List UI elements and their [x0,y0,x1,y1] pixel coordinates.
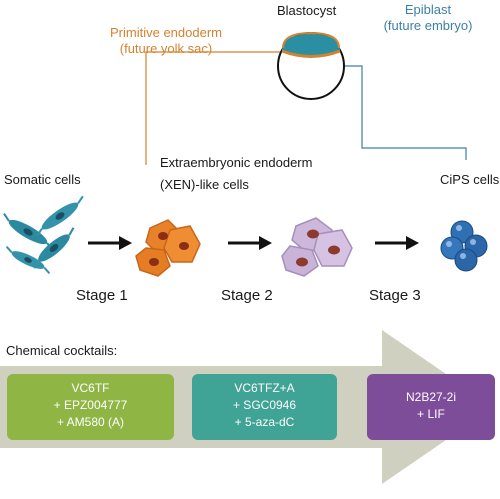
somatic-cells-label: Somatic cells [4,172,81,187]
stage-1-label: Stage 1 [76,287,128,304]
stage-2-cells-icon [281,217,353,277]
cocktail-1-line-2: + EPZ004777 [53,398,128,412]
xen-line1: Extraembryonic endoderm [160,155,313,170]
primitive-endoderm-connector [145,51,288,165]
cocktail-box-stage-2: VC6TFZ+A + SGC0946 + 5-aza-dC [192,374,337,440]
cocktail-box-stage-1: VC6TF + EPZ004777 + AM580 (A) [7,374,174,440]
stage-3-label: Stage 3 [369,287,421,304]
blastocyst-title: Blastocyst [277,3,337,18]
epiblast-line2: (future embryo) [383,18,473,33]
cips-cells-icon [440,220,488,272]
arrow-3 [375,236,419,250]
cocktail-1-line-3: + AM580 (A) [56,415,125,429]
epiblast-line1: Epiblast [404,2,452,17]
xen-like-cells-icon [135,219,201,277]
somatic-cells-icon [3,195,84,274]
stage-2-label: Stage 2 [221,287,273,304]
cips-cells-label: CiPS cells [440,172,500,187]
cocktail-3-line-1: N2B27-2i [405,390,457,404]
primitive-endoderm-line1: Primitive endoderm [110,25,222,40]
xen-line2: (XEN)-like cells [160,177,249,192]
epiblast-connector [328,65,467,160]
cocktail-2-line-3: + 5-aza-dC [234,415,295,429]
cocktail-2-line-2: + SGC0946 [232,398,297,412]
epiblast-label: Epiblast (future embryo) [368,2,488,34]
xen-label: Extraembryonic endoderm (XEN)-like cells [160,155,312,193]
primitive-endoderm-label: Primitive endoderm (future yolk sac) [92,25,240,57]
cocktail-box-stage-3: N2B27-2i + LIF [367,374,495,440]
arrow-1 [88,236,132,250]
cocktail-1-line-1: VC6TF [71,381,110,395]
cocktail-3-line-2: + LIF [417,407,445,421]
cocktail-2-line-1: VC6TFZ+A [234,381,295,395]
chemical-cocktails-heading: Chemical cocktails: [6,343,118,358]
blastocyst-diagram [277,31,345,100]
primitive-endoderm-line2: (future yolk sac) [119,41,213,56]
arrow-2 [228,236,272,250]
